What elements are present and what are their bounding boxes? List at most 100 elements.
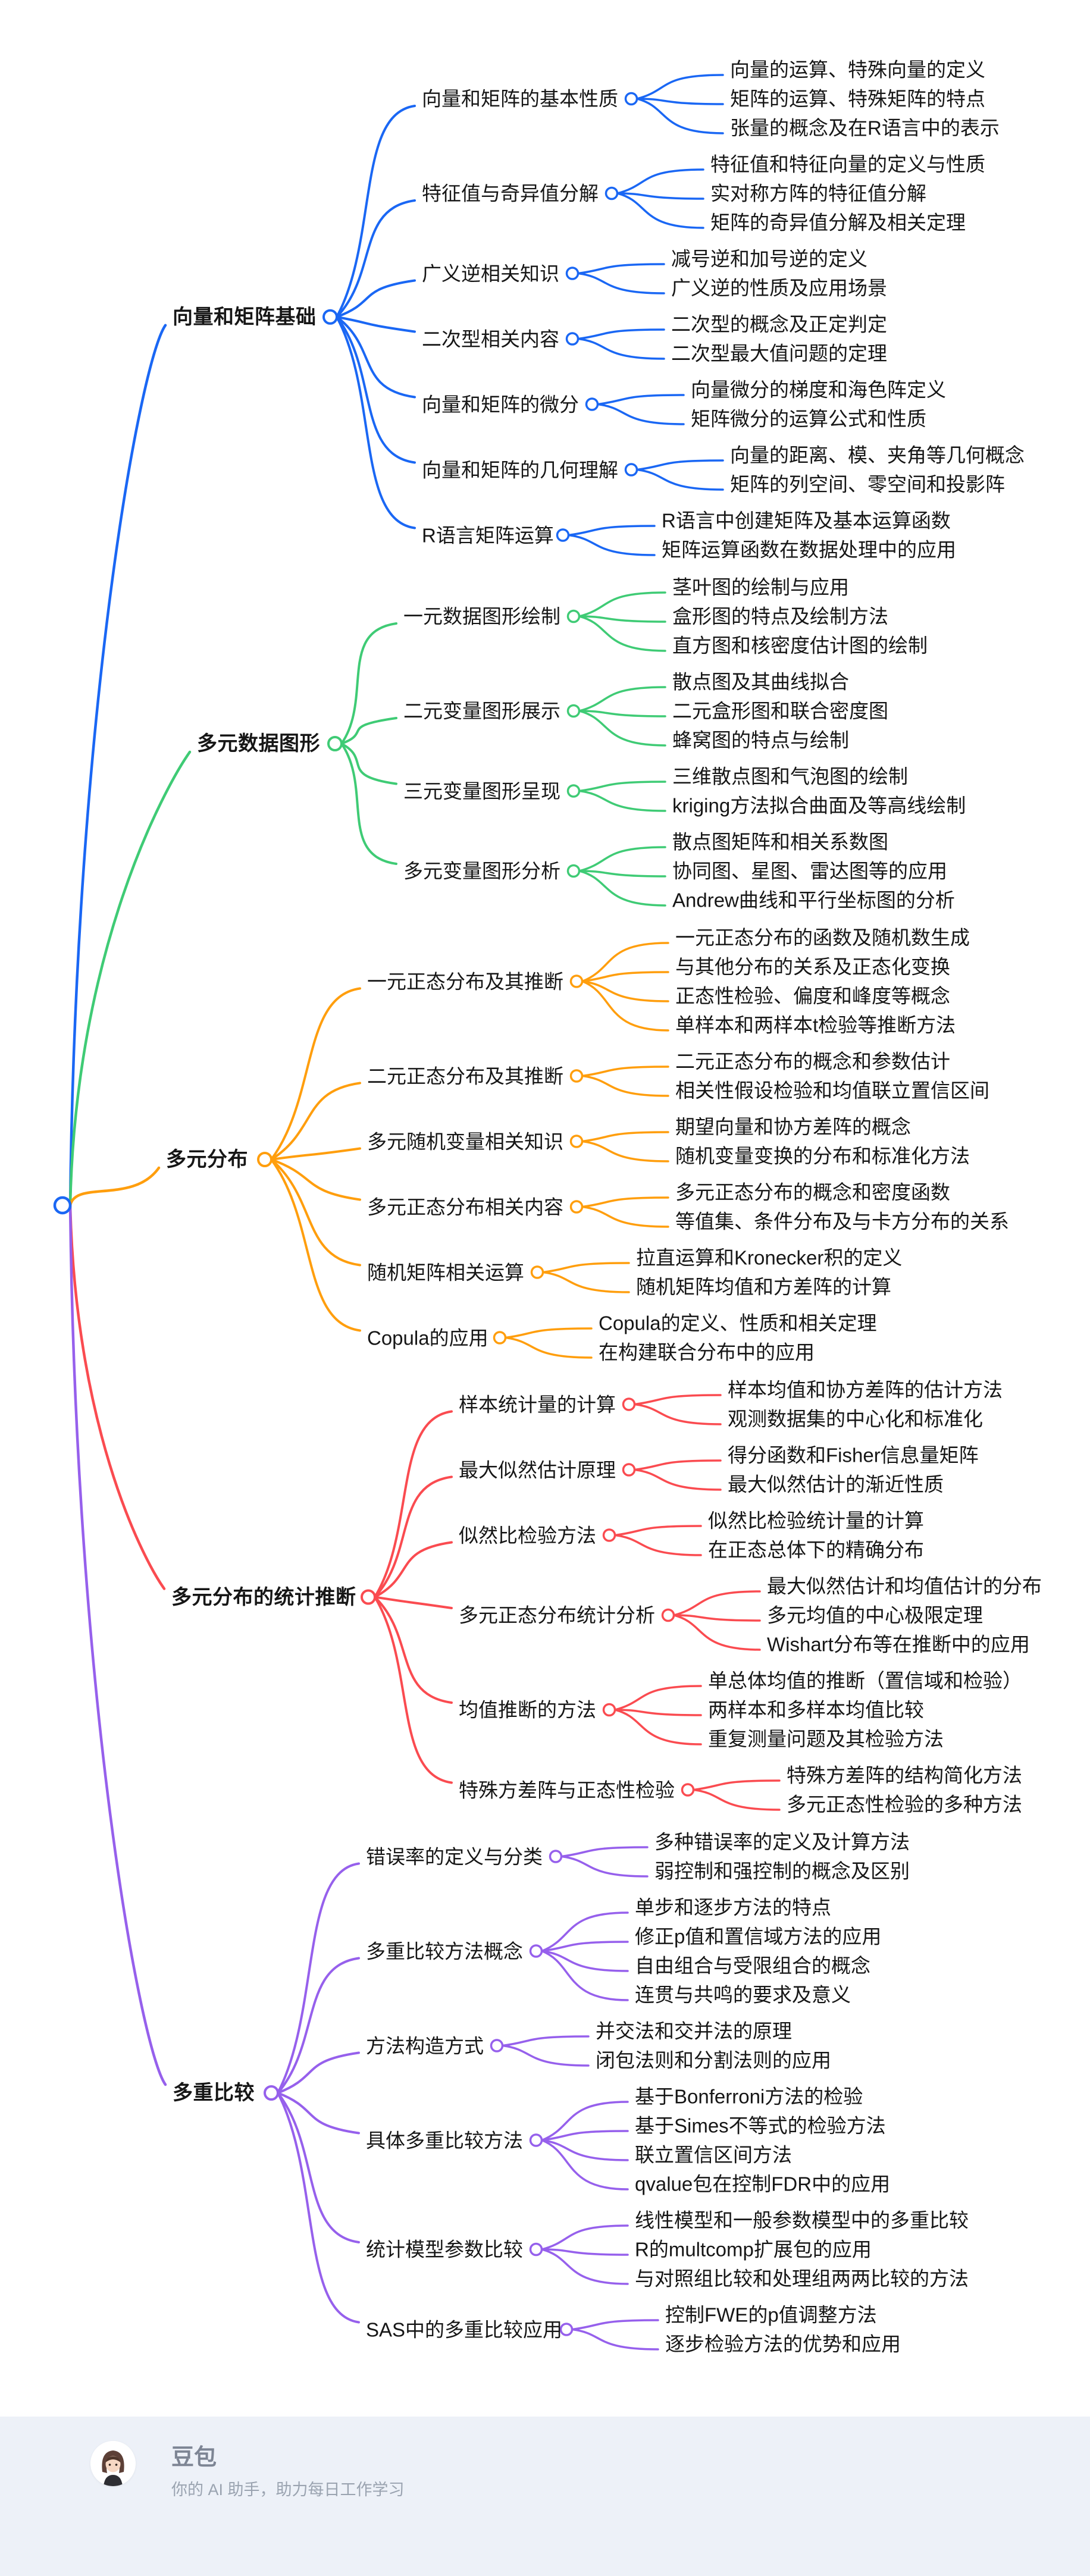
topic-node-circle	[566, 784, 581, 798]
connector-line	[568, 534, 656, 556]
leaf-label: 闭包法则和分割法则的应用	[596, 2049, 831, 2072]
connector-line	[505, 1336, 593, 1359]
topic-label: 一元数据图形绘制	[403, 605, 560, 628]
connector-line	[541, 1950, 629, 1972]
connector-line	[636, 98, 724, 134]
connector-line	[68, 750, 192, 1207]
connector-line	[578, 710, 666, 747]
leaf-label: 联立置信区间方法	[635, 2143, 792, 2166]
leaf-label: 散点图及其曲线拟合	[672, 670, 849, 693]
branch-label: 多元数据图形	[197, 732, 320, 755]
leaf-label: 矩阵运算函数在数据处理中的应用	[662, 538, 956, 561]
leaf-label: 得分函数和Fisher信息量矩阵	[728, 1444, 979, 1466]
connector-line	[693, 1779, 781, 1791]
leaf-label: 正态性检验、偏度和峰度等概念	[675, 985, 950, 1007]
leaf-label: 修正p值和置信域方法的应用	[635, 1925, 882, 1948]
topic-node-circle	[549, 1850, 563, 1863]
topic-node-circle	[585, 397, 599, 411]
connector-line	[634, 1394, 722, 1406]
brand-name: 豆包	[171, 2445, 217, 2470]
connector-line	[581, 971, 669, 983]
connector-line	[374, 1596, 453, 1609]
connector-line	[568, 525, 656, 537]
topic-label: 多元正态分布统计分析	[459, 1604, 655, 1627]
leaf-label: 单步和逐步方法的特点	[635, 1896, 831, 1919]
branch-label: 多元分布的统计推断	[171, 1585, 356, 1609]
leaf-label: 张量的概念及在R语言中的表示	[730, 117, 1000, 139]
topic-label: 具体多重比较方法	[366, 2129, 523, 2151]
topic-label: 特殊方差阵与正态性检验	[459, 1779, 675, 1801]
connector-line	[616, 168, 704, 195]
leaf-label: 盒形图的特点及绘制方法	[672, 605, 888, 628]
topic-label: 向量和矩阵的几何理解	[422, 459, 618, 481]
connector-line	[541, 2248, 629, 2256]
leaf-label: 在正态总体下的精确分布	[708, 1538, 924, 1561]
connector-line	[578, 870, 666, 907]
leaf-label: 线性模型和一般参数模型中的多重比较	[635, 2209, 969, 2232]
topic-node-circle	[566, 704, 581, 718]
connector-line	[578, 615, 666, 652]
leaf-label: 单样本和两样本t检验等推断方法	[675, 1014, 956, 1036]
connector-line	[270, 1082, 361, 1161]
topic-label: 错误率的定义与分类	[366, 1845, 543, 1867]
connector-line	[541, 1941, 629, 1953]
leaf-label: 随机变量变换的分布和标准化方法	[675, 1145, 970, 1167]
branch-node-circle	[327, 736, 343, 751]
leaf-label: 多元正态分布的概念和密度函数	[675, 1181, 950, 1204]
branch-node-circle	[361, 1589, 376, 1605]
connector-line	[541, 1911, 629, 1953]
leaf-label: 并交法和交并法的原理	[596, 2020, 792, 2042]
connector-line	[578, 686, 666, 712]
connector-line	[336, 315, 416, 399]
topic-node-circle	[529, 1944, 543, 1958]
leaf-label: 弱控制和强控制的概念及区别	[654, 1860, 910, 1882]
connector-line	[577, 272, 665, 294]
connector-line	[541, 2130, 629, 2142]
footer-bar: 豆包 你的 AI 助手，助力每日工作学习	[0, 2417, 1090, 2576]
connector-line	[336, 105, 416, 318]
connector-line	[277, 1862, 360, 2094]
connector-line	[616, 192, 704, 229]
connector-line	[68, 1166, 161, 1207]
connector-line	[374, 1541, 453, 1599]
leaf-label: 减号逆和加号逆的定义	[671, 247, 867, 270]
connector-line	[340, 622, 397, 745]
topic-node-circle	[602, 1703, 616, 1717]
connector-line	[277, 2051, 360, 2094]
connector-line	[336, 315, 416, 333]
connector-line	[542, 1271, 630, 1293]
brand-tagline: 你的 AI 助手，助力每日工作学习	[171, 2481, 405, 2499]
connector-line	[340, 742, 397, 865]
topic-node-circle	[565, 267, 580, 280]
connector-line	[581, 1205, 669, 1228]
leaf-label: 拉直运算和Kronecker积的定义	[636, 1246, 903, 1269]
connector-line	[614, 1685, 702, 1711]
connector-line	[673, 1614, 761, 1651]
leaf-label: 观测数据集的中心化和标准化	[728, 1408, 983, 1430]
topic-node-circle	[559, 2323, 574, 2336]
leaf-label: 广义逆的性质及应用场景	[671, 277, 887, 299]
topic-label: 多元正态分布相关内容	[367, 1196, 563, 1218]
connector-line	[270, 987, 361, 1161]
topic-label: 向量和矩阵的基本性质	[422, 87, 618, 110]
connector-line	[614, 1534, 702, 1556]
root-node	[53, 1196, 72, 1215]
connector-line	[571, 2328, 659, 2351]
leaf-label: 向量微分的梯度和海色阵定义	[691, 378, 946, 401]
connector-line	[673, 1614, 761, 1622]
leaf-label: 与其他分布的关系及正态化变换	[675, 955, 950, 978]
leaf-label: 向量的距离、模、夹角等几何概念	[730, 444, 1025, 466]
leaf-label: 二次型最大值问题的定理	[671, 342, 887, 365]
connector-line	[577, 263, 665, 275]
connector-line	[581, 980, 669, 1002]
connector-line	[634, 1403, 722, 1425]
leaf-label: 控制FWE的p值调整方法	[665, 2304, 877, 2326]
topic-node-circle	[622, 1397, 636, 1411]
topic-label: 一元正态分布及其推断	[367, 970, 563, 992]
connector-line	[336, 279, 416, 318]
connector-line	[270, 1158, 361, 1201]
leaf-label: 矩阵的运算、特殊矩阵的特点	[730, 87, 985, 110]
branch-node-circle	[322, 309, 338, 325]
connector-line	[374, 1596, 453, 1704]
